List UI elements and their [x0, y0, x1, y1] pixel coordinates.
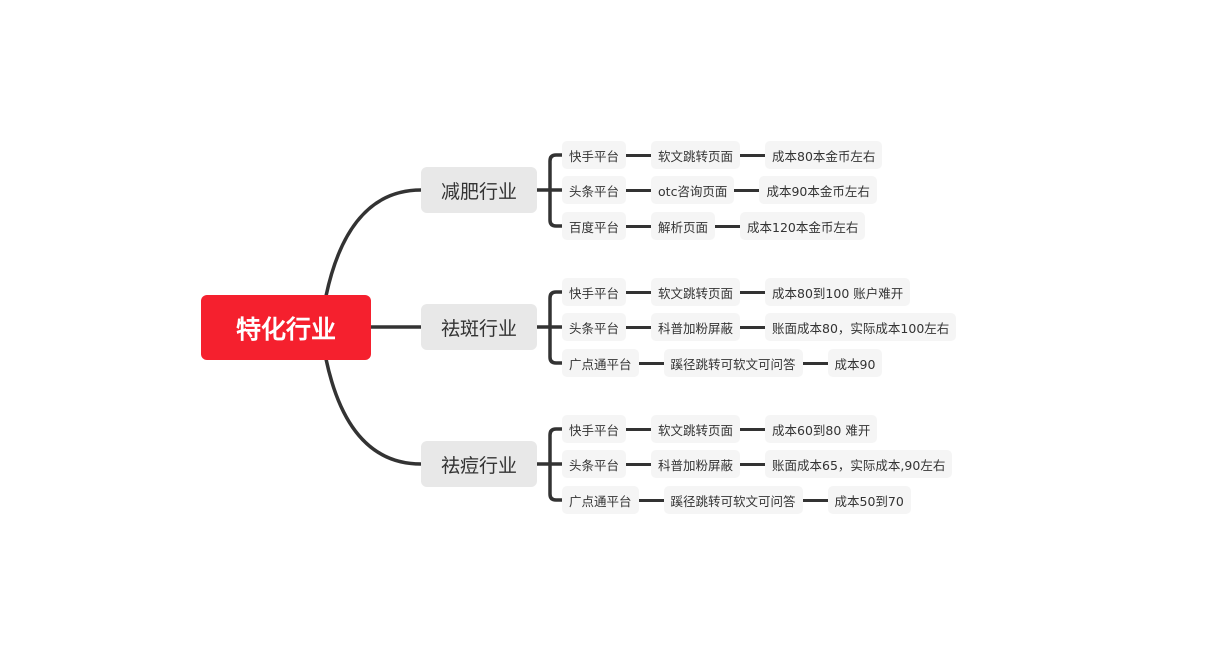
connector-line: [626, 325, 652, 329]
branch-node[interactable]: 祛斑行业: [421, 304, 537, 350]
branch-node[interactable]: 祛痘行业: [421, 441, 537, 487]
cost-node[interactable]: 成本120本金币左右: [740, 212, 866, 240]
method-node[interactable]: 蹊径跳转可软文可问答: [663, 486, 803, 514]
branch-row: 百度平台 解析页面 成本120本金币左右: [562, 212, 866, 240]
connector-line: [802, 498, 828, 502]
method-label: 蹊径跳转可软文可问答: [670, 356, 796, 372]
method-label: 科普加粉屏蔽: [658, 457, 734, 473]
method-label: otc咨询页面: [658, 183, 728, 199]
platform-node[interactable]: 百度平台: [562, 212, 627, 240]
bracket-line: [535, 153, 564, 228]
cost-node[interactable]: 成本60到80 难开: [765, 415, 878, 443]
root-node[interactable]: 特化行业: [201, 295, 371, 360]
cost-node[interactable]: 成本90: [827, 349, 883, 377]
platform-label: 头条平台: [569, 320, 620, 336]
cost-label: 账面成本80，实际成本100左右: [772, 320, 950, 336]
connector-line: [626, 290, 652, 294]
connector-line: [626, 462, 652, 466]
platform-node[interactable]: 快手平台: [562, 141, 627, 169]
cost-label: 成本120本金币左右: [747, 219, 859, 235]
method-node[interactable]: 蹊径跳转可软文可问答: [663, 349, 803, 377]
branch-row: 广点通平台 蹊径跳转可软文可问答 成本90: [562, 349, 883, 377]
cost-node[interactable]: 成本50到70: [827, 486, 911, 514]
connector-line: [740, 462, 766, 466]
cost-node[interactable]: 成本80到100 账户难开: [765, 278, 911, 306]
connector-line: [734, 188, 760, 192]
platform-label: 广点通平台: [569, 493, 632, 509]
bracket-line: [535, 427, 564, 502]
connector-line: [638, 361, 664, 365]
bracket-line: [535, 290, 564, 365]
platform-node[interactable]: 快手平台: [562, 278, 627, 306]
method-node[interactable]: 科普加粉屏蔽: [651, 313, 741, 341]
connector-line: [638, 498, 664, 502]
connector-line: [740, 290, 766, 294]
method-node[interactable]: 软文跳转页面: [651, 141, 741, 169]
method-node[interactable]: 软文跳转页面: [651, 415, 741, 443]
connector-line: [802, 361, 828, 365]
platform-label: 百度平台: [569, 219, 620, 235]
platform-label: 头条平台: [569, 183, 620, 199]
connector-line: [740, 153, 766, 157]
connector-line: [740, 427, 766, 431]
connector-line: [626, 188, 652, 192]
branch-row: 广点通平台 蹊径跳转可软文可问答 成本50到70: [562, 486, 911, 514]
branch-row: 头条平台 科普加粉屏蔽 账面成本80，实际成本100左右: [562, 313, 957, 341]
method-label: 软文跳转页面: [658, 148, 734, 164]
method-label: 科普加粉屏蔽: [658, 320, 734, 336]
connector-line: [740, 325, 766, 329]
branch-label: 祛痘行业: [440, 454, 517, 477]
platform-node[interactable]: 头条平台: [562, 450, 627, 478]
platform-node[interactable]: 头条平台: [562, 313, 627, 341]
platform-node[interactable]: 广点通平台: [562, 486, 639, 514]
method-node[interactable]: 解析页面: [651, 212, 716, 240]
cost-label: 成本50到70: [834, 493, 904, 509]
cost-node[interactable]: 账面成本80，实际成本100左右: [765, 313, 957, 341]
platform-label: 快手平台: [569, 285, 620, 301]
method-node[interactable]: 科普加粉屏蔽: [651, 450, 741, 478]
platform-node[interactable]: 广点通平台: [562, 349, 639, 377]
platform-node[interactable]: 头条平台: [562, 176, 627, 204]
branch-row: 头条平台 科普加粉屏蔽 账面成本65，实际成本,90左右: [562, 450, 953, 478]
platform-label: 快手平台: [569, 422, 620, 438]
connector-line: [715, 224, 741, 228]
platform-label: 广点通平台: [569, 356, 632, 372]
connector-line: [626, 224, 652, 228]
cost-label: 成本80本金币左右: [772, 148, 876, 164]
platform-label: 头条平台: [569, 457, 620, 473]
cost-label: 账面成本65，实际成本,90左右: [772, 457, 946, 473]
cost-node[interactable]: 成本80本金币左右: [765, 141, 883, 169]
method-node[interactable]: otc咨询页面: [651, 176, 735, 204]
branch-row: 快手平台 软文跳转页面 成本80本金币左右: [562, 141, 883, 169]
branch-row: 快手平台 软文跳转页面 成本80到100 账户难开: [562, 278, 911, 306]
connector-line: [626, 153, 652, 157]
branch-label: 减肥行业: [440, 180, 517, 203]
method-label: 软文跳转页面: [658, 285, 734, 301]
platform-node[interactable]: 快手平台: [562, 415, 627, 443]
cost-label: 成本80到100 账户难开: [772, 285, 904, 301]
method-label: 解析页面: [658, 219, 709, 235]
cost-label: 成本60到80 难开: [772, 422, 871, 438]
method-node[interactable]: 软文跳转页面: [651, 278, 741, 306]
cost-label: 成本90本金币左右: [766, 183, 870, 199]
connector-line: [626, 427, 652, 431]
root-label: 特化行业: [235, 314, 336, 344]
cost-label: 成本90: [834, 356, 876, 372]
branch-node[interactable]: 减肥行业: [421, 167, 537, 213]
platform-label: 快手平台: [569, 148, 620, 164]
method-label: 蹊径跳转可软文可问答: [670, 493, 796, 509]
method-label: 软文跳转页面: [658, 422, 734, 438]
cost-node[interactable]: 成本90本金币左右: [759, 176, 877, 204]
branch-row: 快手平台 软文跳转页面 成本60到80 难开: [562, 415, 878, 443]
branch-row: 头条平台 otc咨询页面 成本90本金币左右: [562, 176, 877, 204]
cost-node[interactable]: 账面成本65，实际成本,90左右: [765, 450, 953, 478]
branch-label: 祛斑行业: [440, 317, 517, 340]
